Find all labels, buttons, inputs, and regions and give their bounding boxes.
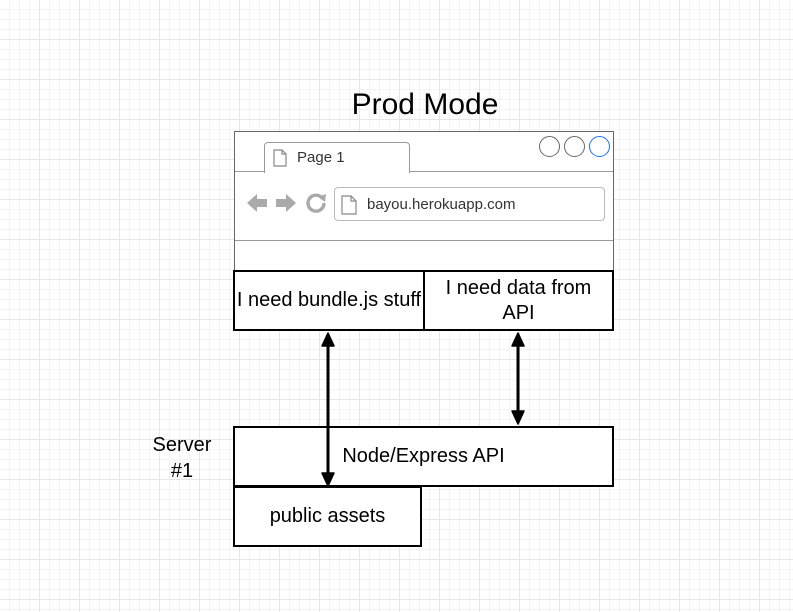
data-api-connector [511,332,525,425]
server-label: Server #1 [152,434,212,482]
browser-mockup: Page 1 bayou.herokuapp.com [234,131,614,271]
reload-icon[interactable] [305,192,327,214]
arrowhead-up [511,332,525,347]
diagram-title: Prod Mode [351,88,499,121]
public-assets-label: public assets [269,505,386,527]
minimize-button[interactable] [539,136,560,157]
arrowhead-down [321,472,335,487]
browser-tab-bar: Page 1 [235,132,613,173]
browser-address-bar: bayou.herokuapp.com [235,173,613,241]
arrowhead-down [511,410,525,425]
browser-tab[interactable]: Page 1 [264,142,410,173]
bundle-request-label: I need bundle.js stuff [236,289,422,311]
arrowhead-up [321,332,335,347]
public-assets-box: public assets [233,486,422,547]
maximize-button[interactable] [564,136,585,157]
node-express-api-label: Node/Express API [342,445,505,467]
back-arrow-icon[interactable] [246,192,268,214]
data-request-box: I need data from API [423,270,614,331]
close-button[interactable] [589,136,610,157]
forward-arrow-icon[interactable] [275,192,297,214]
url-text: bayou.herokuapp.com [367,196,516,213]
document-icon [273,149,287,167]
bundle-assets-connector [321,332,335,487]
node-express-api-box: Node/Express API [233,426,614,487]
bundle-request-box: I need bundle.js stuff [233,270,425,331]
tab-label: Page 1 [297,149,345,166]
data-request-label: I need data from API [445,276,592,324]
url-field[interactable]: bayou.herokuapp.com [334,187,605,221]
document-icon [341,195,357,215]
